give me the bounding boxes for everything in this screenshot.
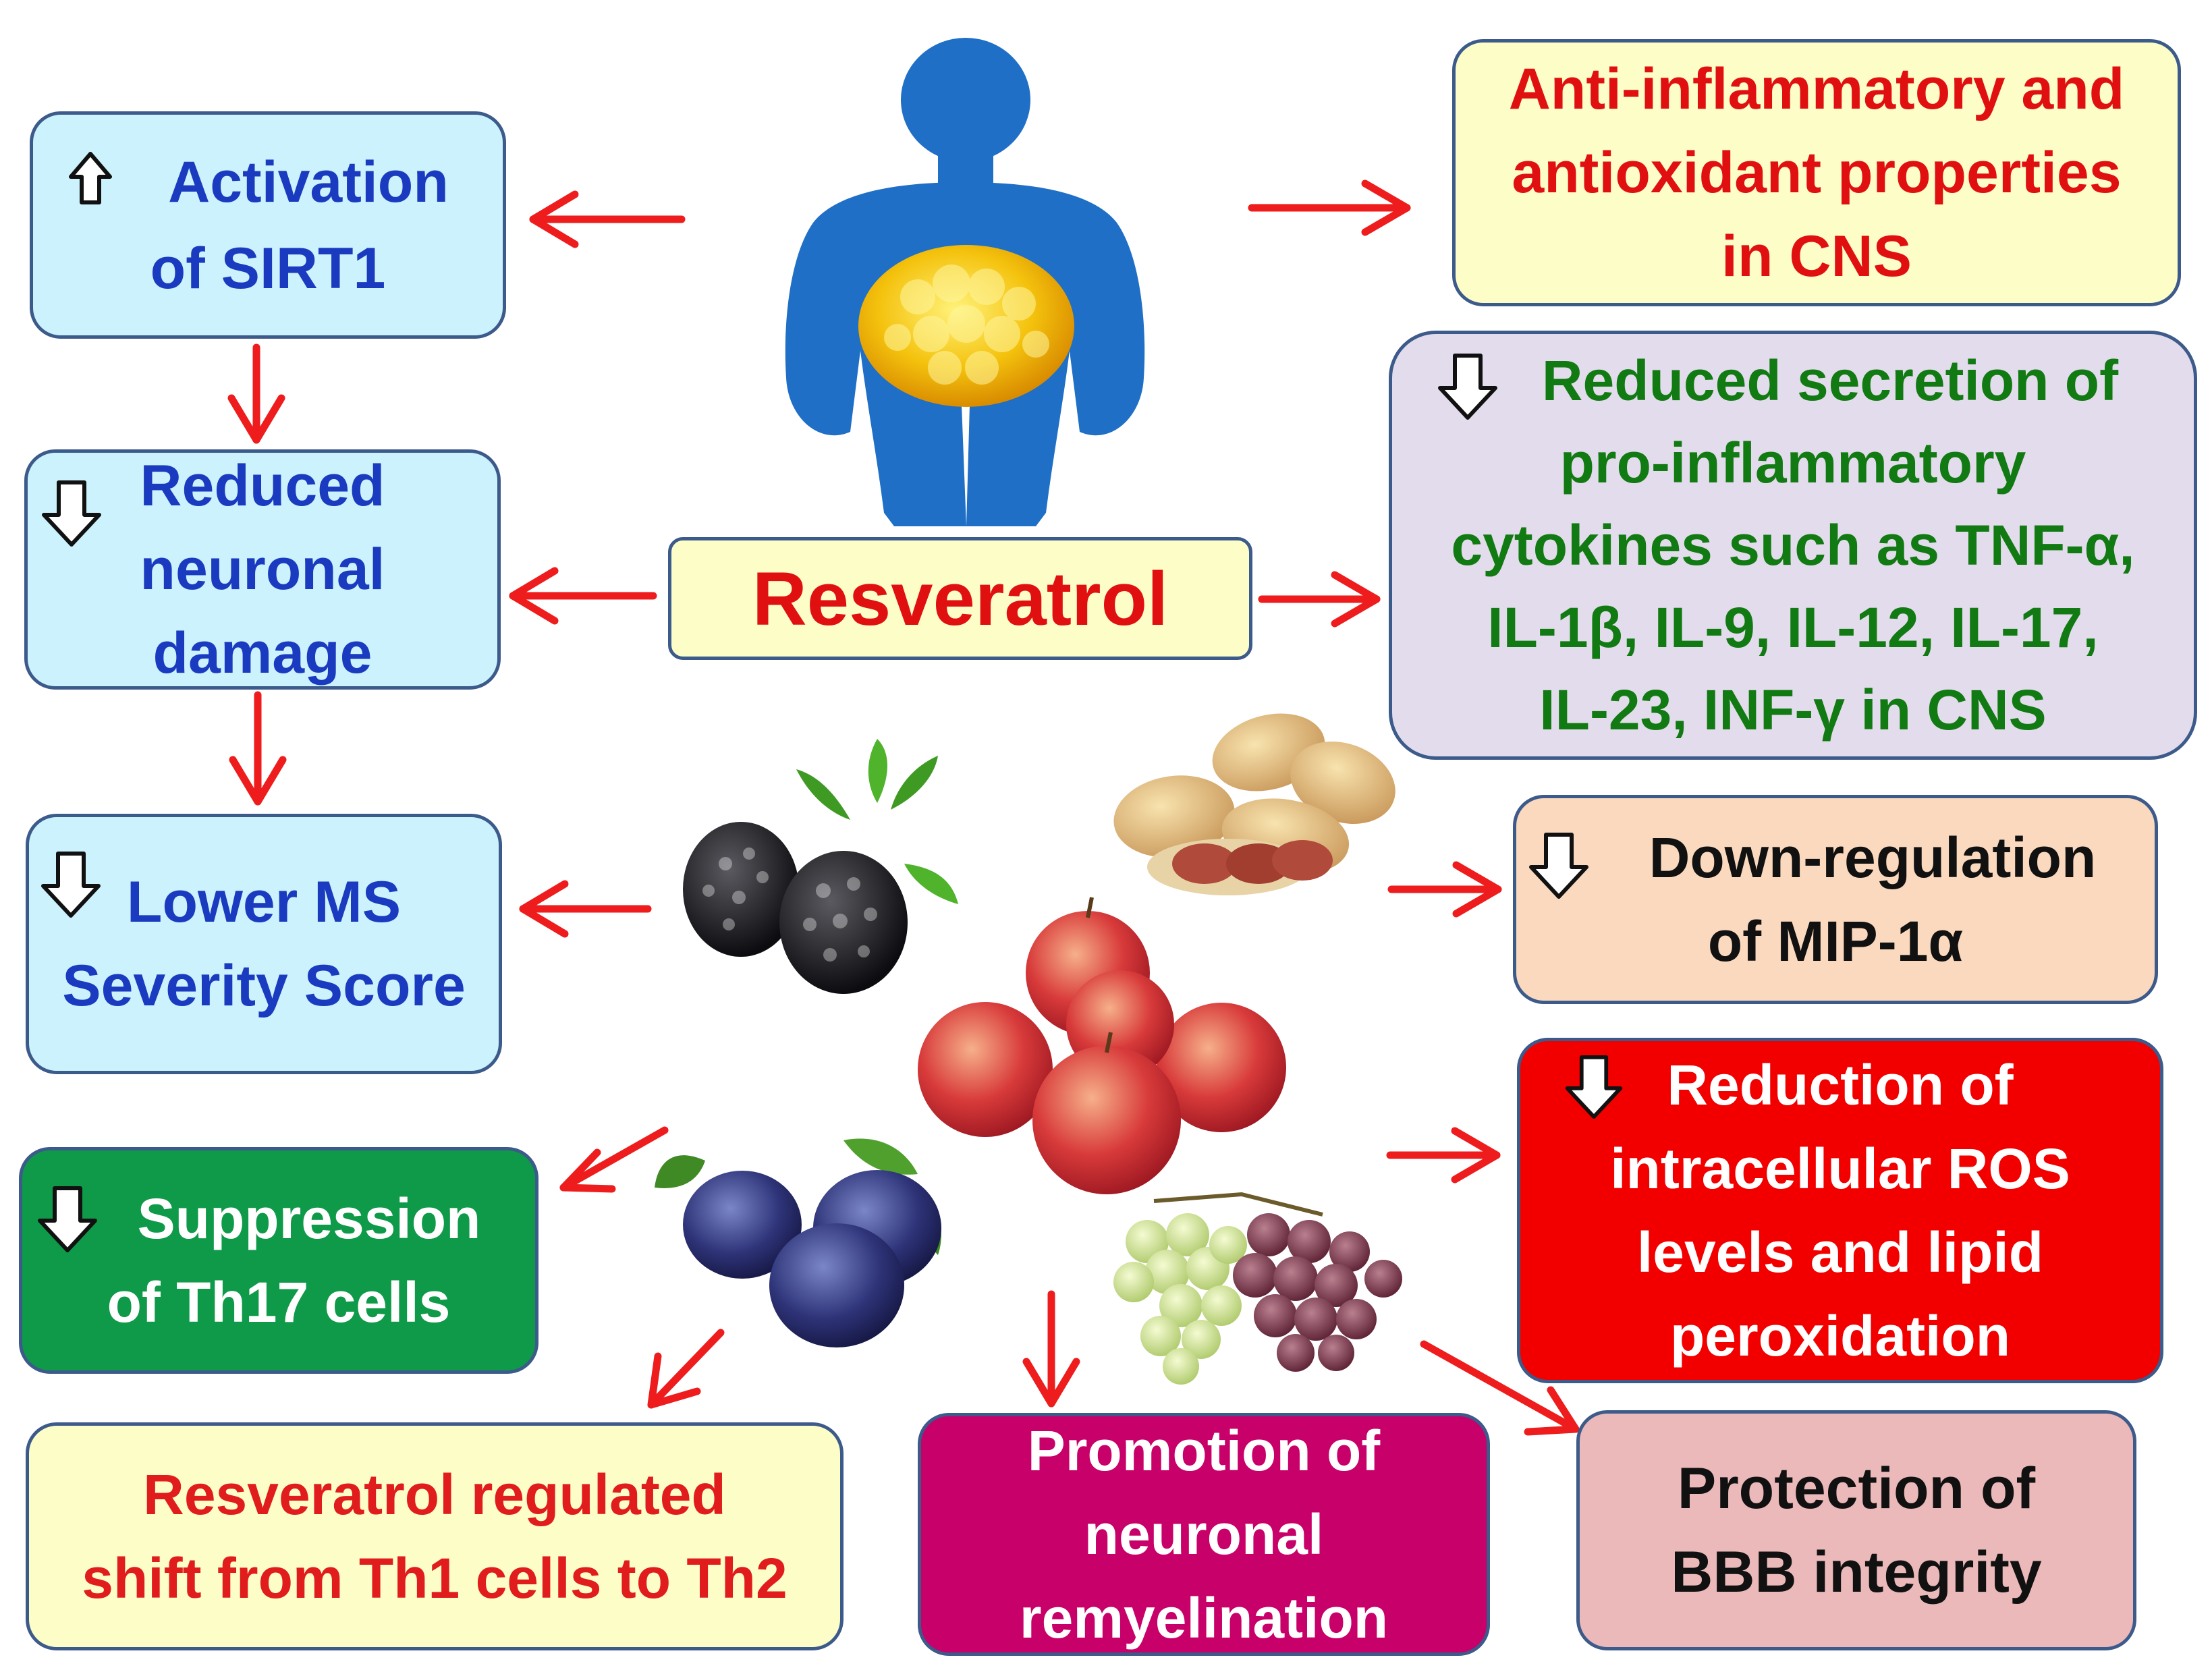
arrow-sirt1-to-neuronal [227,343,285,444]
mip-line-2: of MIP-1α [1707,910,1964,973]
ros-line-2: intracellular ROS [1610,1137,2070,1200]
neuronal-line-3: damage [153,621,372,686]
human-body-icon [785,38,1145,526]
remyel-line-3: remyelination [1019,1586,1389,1650]
arrow-to-bbb [1420,1340,1580,1436]
th17-suppression-box: Suppression of Th17 cells [19,1147,538,1374]
mip-line-1: Down-regulation [1649,826,2097,889]
apples-icon [918,897,1286,1194]
remyel-line-2: neuronal [1084,1503,1324,1566]
th17-line-2: of Th17 cells [107,1271,451,1334]
resveratrol-label: Resveratrol [752,556,1169,641]
up-arrow-icon [68,151,113,205]
arrow-neuronal-to-ms [229,691,287,806]
arrow-to-neuronal-damage [509,567,657,625]
cytokines-line-2: pro-inflammatory [1559,431,2026,495]
bbb-line-2: BBB integrity [1671,1540,2042,1605]
grapes-icon [1113,1192,1402,1385]
plums-icon [655,1138,941,1347]
neuronal-line-1: Reduced [140,453,385,518]
ms-severity-box: Lower MS Severity Score [26,814,502,1074]
antiinf-line-1: Anti-inflammatory and [1508,57,2125,121]
neuronal-line-2: neuronal [140,537,385,602]
th1th2-line-1: Resveratrol regulated [143,1463,726,1526]
ros-line-3: levels and lipid [1636,1221,2044,1284]
cytokines-line-1: Reduced secretion of [1541,349,2119,412]
arrow-to-cytokines [1258,571,1381,628]
down-arrow-icon [1564,1055,1624,1119]
antiinf-line-2: antioxidant properties [1512,140,2122,205]
resveratrol-center-box: Resveratrol [668,537,1252,660]
neuronal-damage-box: Reduced neuronal damage [24,449,501,690]
sirt1-line-2: of SIRT1 [150,235,386,301]
blackberries-icon [683,739,958,994]
sirt1-activation-box: Activation of SIRT1 [30,111,506,339]
arrow-to-mip1a [1387,861,1502,918]
th1-th2-shift-box: Resveratrol regulated shift from Th1 cel… [26,1422,844,1650]
antiinf-line-3: in CNS [1721,224,1912,289]
cytokines-line-5: IL-23, INF-γ in CNS [1539,678,2047,742]
arrow-to-th1-th2 [647,1329,725,1409]
arrow-to-sirt1 [529,190,686,248]
arrow-to-remyelination [1022,1290,1080,1408]
ros-line-1: Reduction of [1667,1053,2014,1117]
remyel-line-1: Promotion of [1027,1419,1381,1482]
ms-line-2: Severity Score [62,953,466,1018]
anti-inflammatory-box: Anti-inflammatory and antioxidant proper… [1452,39,2181,306]
arrow-to-ms-score [519,880,652,938]
sirt1-line-1: Activation [168,149,449,215]
down-arrow-icon [37,1186,98,1253]
cytokines-box: Reduced secretion of pro-inflammatory cy… [1389,331,2197,760]
arrow-to-th17 [559,1126,669,1193]
down-arrow-icon [1434,353,1501,420]
th17-line-1: Suppression [137,1187,481,1250]
bbb-protection-box: Protection of BBB integrity [1576,1410,2136,1650]
down-arrow-icon [37,851,105,918]
ms-line-1: Lower MS [126,870,402,935]
cytokines-line-3: cytokines such as TNF-α, [1451,513,2135,577]
ros-line-4: peroxidation [1669,1304,2011,1368]
arrow-to-ros [1386,1127,1501,1184]
mip1a-box: Down-regulation of MIP-1α [1513,795,2158,1004]
bbb-line-1: Protection of [1677,1456,2036,1521]
th1th2-line-2: shift from Th1 cells to Th2 [82,1547,787,1610]
down-arrow-icon [1528,832,1589,899]
cytokines-line-4: IL-1β, IL-9, IL-12, IL-17, [1487,596,2099,659]
remyelination-box: Promotion of neuronal remyelination [918,1413,1490,1656]
peanuts-icon [1113,713,1395,895]
ros-reduction-box: Reduction of intracellular ROS levels an… [1517,1038,2163,1383]
down-arrow-icon [41,480,102,547]
arrow-to-anti-inflammatory [1248,179,1411,236]
